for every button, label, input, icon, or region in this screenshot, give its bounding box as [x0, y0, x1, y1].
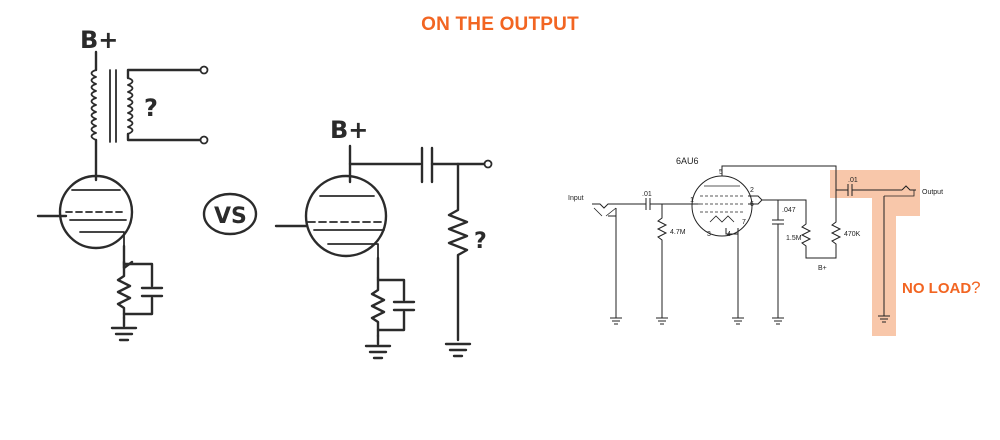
capacitor-output-sketch: B+ ?	[274, 116, 493, 360]
right-output-terminal-icon	[483, 159, 493, 169]
output-cap-label: .01	[848, 177, 858, 184]
supply-label: B+	[818, 265, 827, 272]
screen-resistor-icon	[778, 199, 824, 259]
pin-2-label: 2	[750, 187, 754, 194]
pin-3-label: 3	[707, 231, 711, 238]
left-supply-label: B+	[80, 26, 118, 54]
output-label: Output	[922, 189, 943, 196]
left-terminal-top-icon	[199, 65, 209, 75]
hand-sketch-panel: B+ ? VS	[36, 26, 493, 360]
grid-ground-icon	[656, 317, 668, 325]
screen-resistor-label: 1.5M	[786, 235, 802, 242]
left-cathode-resistor-icon	[116, 260, 132, 320]
right-load-label: ?	[474, 229, 487, 254]
right-load-resistor-icon	[447, 162, 469, 342]
right-bypass-cap-icon	[392, 300, 416, 312]
pentode-tube-icon	[691, 175, 753, 237]
output-cap-icon	[836, 184, 902, 196]
plate-resistor-icon	[824, 190, 842, 259]
versus-badge	[202, 192, 258, 236]
plate-resistor-label: 470K	[844, 231, 861, 238]
transformer-secondary-icon	[127, 77, 134, 135]
pin-1-label: 1	[690, 197, 694, 204]
right-ground-icon	[364, 344, 392, 360]
transformer-primary-icon	[90, 69, 97, 141]
output-highlight	[830, 170, 920, 336]
no-load-text: NO LOAD	[902, 280, 972, 297]
right-load-ground-icon	[444, 342, 472, 358]
bypass-cap-icon	[772, 200, 784, 318]
versus-label: VS	[214, 204, 247, 229]
right-coupling-cap-icon	[420, 146, 434, 184]
right-cathode-resistor-icon	[370, 276, 386, 338]
output-ground-icon	[878, 315, 890, 323]
no-load-question-mark: ?	[971, 278, 981, 297]
bypass-cap-label: .047	[782, 207, 796, 214]
left-bypass-cap-icon	[140, 286, 164, 298]
pin-5-label: 5	[719, 169, 723, 176]
no-load-annotation: NO LOAD?	[902, 278, 981, 298]
right-tube-icon	[304, 174, 388, 258]
input-label: Input	[568, 195, 584, 202]
input-jack-icon	[592, 203, 644, 217]
cathode-ground-icon	[732, 317, 744, 325]
left-terminal-bottom-icon	[199, 135, 209, 145]
output-jack-icon	[884, 185, 916, 197]
tube-label: 6AU6	[676, 156, 699, 166]
grid-resistor-label: 4.7M	[670, 229, 686, 236]
right-supply-label: B+	[330, 116, 368, 144]
left-tube-icon	[58, 174, 134, 250]
left-ground-icon	[110, 326, 138, 342]
transformer-output-sketch: B+ ?	[36, 26, 209, 342]
pin-7-label: 7	[742, 219, 746, 226]
input-cap-label: .01	[642, 191, 652, 198]
grid-resistor-icon	[656, 204, 668, 318]
page-title: ON THE OUTPUT	[421, 14, 579, 35]
left-load-label: ?	[144, 94, 158, 122]
input-ground-icon	[610, 317, 622, 325]
bypass-ground-icon	[772, 317, 784, 325]
schematic-panel: 6AU6 Input .01 4.7M 5 2 6 1 3 4 7 .047	[568, 156, 943, 336]
input-cap-icon	[644, 198, 698, 210]
